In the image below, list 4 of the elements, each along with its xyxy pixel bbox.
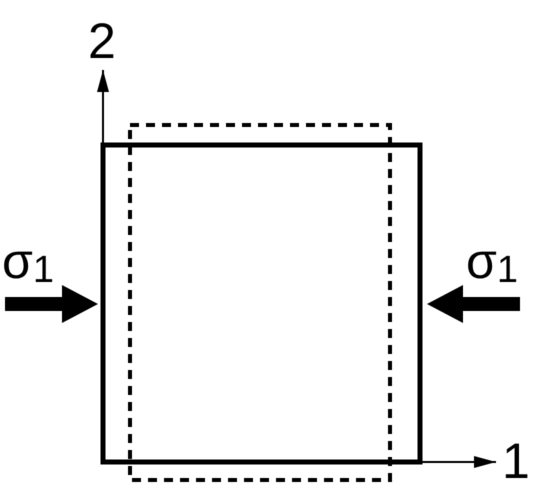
stress-label: σ$_{1}$ bbox=[466, 236, 518, 289]
axis-label: 2 bbox=[88, 16, 116, 66]
axis-label: 1 bbox=[502, 436, 530, 486]
stress-label: σ$_{1}$ bbox=[2, 236, 54, 289]
